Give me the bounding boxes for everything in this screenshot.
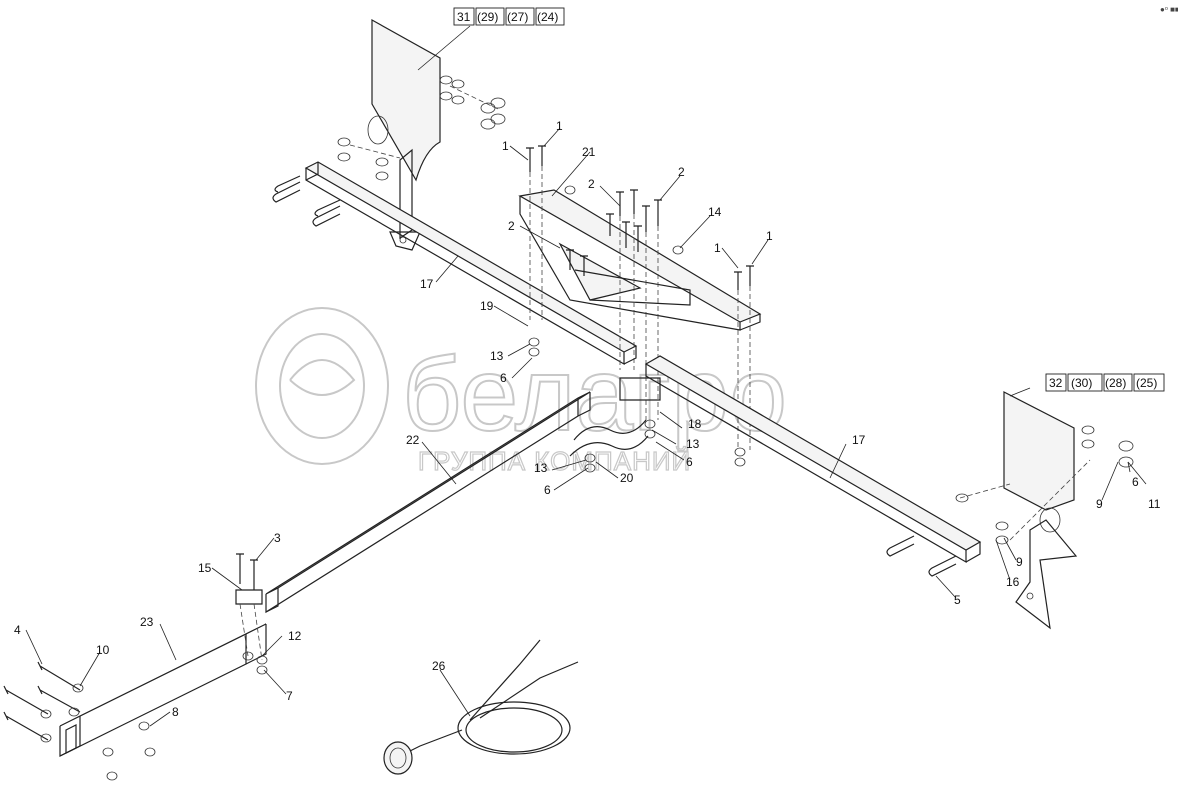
callout-2b: 2 [678, 165, 685, 179]
watermark-subtitle: ГРУППА КОМПАНИЙ [418, 446, 691, 476]
callout-15: 15 [198, 561, 212, 575]
callout-6c: 6 [544, 483, 551, 497]
callout-26: 26 [432, 659, 446, 673]
callout-20: 20 [620, 471, 634, 485]
bar-23 [59, 623, 267, 757]
callout-9b: 9 [1016, 555, 1023, 569]
ref-boxes-right: 32 (30) (28) (25) [1045, 373, 1165, 392]
callout-2a: 2 [588, 177, 595, 191]
callout-1b: 1 [556, 119, 563, 133]
callout-6b: 6 [686, 455, 693, 469]
ref-box-top-4: (24) [537, 10, 558, 24]
sign-plate-right [955, 391, 1134, 630]
callout-4: 4 [14, 623, 21, 637]
callout-13a: 13 [490, 349, 504, 363]
ref-box-top-2: (29) [477, 10, 498, 24]
callout-3: 3 [274, 531, 281, 545]
callout-1c: 1 [714, 241, 721, 255]
callouts: 1 1 1 1 2 2 2 3 4 5 6 6 6 6 7 8 9 9 10 1… [14, 119, 1161, 719]
ref-box-right-2: (30) [1071, 376, 1092, 390]
callout-9a: 9 [1096, 497, 1103, 511]
callout-17a: 17 [420, 277, 434, 291]
corner-mark: ●ᵒ ■■■ [1160, 5, 1178, 14]
bar-22 [265, 391, 591, 614]
ref-box-top-1: 31 [457, 10, 471, 24]
ref-box-right-4: (25) [1136, 376, 1157, 390]
callout-5: 5 [954, 593, 961, 607]
callout-2c: 2 [508, 219, 515, 233]
bar-17-right [644, 355, 982, 564]
callout-7: 7 [286, 689, 293, 703]
ref-box-right-1: 32 [1049, 376, 1063, 390]
callout-1d: 1 [766, 229, 773, 243]
bracket-21 [518, 189, 762, 331]
callout-23: 23 [140, 615, 154, 629]
watermark-brand: белагро [402, 337, 787, 453]
callout-12: 12 [288, 629, 302, 643]
callout-21: 21 [582, 145, 596, 159]
leader-lines [25, 25, 1147, 727]
bar-17-left [304, 161, 638, 366]
callout-16: 16 [1006, 575, 1020, 589]
bracket-15 [235, 553, 268, 675]
u-bolts-left [272, 175, 341, 227]
bolts-top [526, 145, 754, 450]
callout-1a: 1 [502, 139, 509, 153]
callout-11: 11 [1148, 497, 1161, 511]
ref-box-right-3: (28) [1105, 376, 1126, 390]
bolts-4 [3, 661, 156, 781]
callout-14: 14 [708, 205, 722, 219]
callout-6a: 6 [500, 371, 507, 385]
callout-17b: 17 [852, 433, 866, 447]
callout-22: 22 [406, 433, 420, 447]
callout-13c: 13 [534, 461, 548, 475]
ref-box-top-3: (27) [507, 10, 528, 24]
callout-19: 19 [480, 299, 494, 313]
callout-6d: 6 [1132, 475, 1139, 489]
callout-10: 10 [96, 643, 110, 657]
cable-26 [383, 639, 579, 775]
ref-boxes-top: 31 (29) (27) (24) [453, 7, 565, 26]
central-clamps [528, 337, 746, 473]
callout-18: 18 [688, 417, 702, 431]
callout-8: 8 [172, 705, 179, 719]
callout-13b: 13 [686, 437, 700, 451]
u-bolts-right [886, 535, 957, 577]
washers-top-left [337, 75, 506, 181]
